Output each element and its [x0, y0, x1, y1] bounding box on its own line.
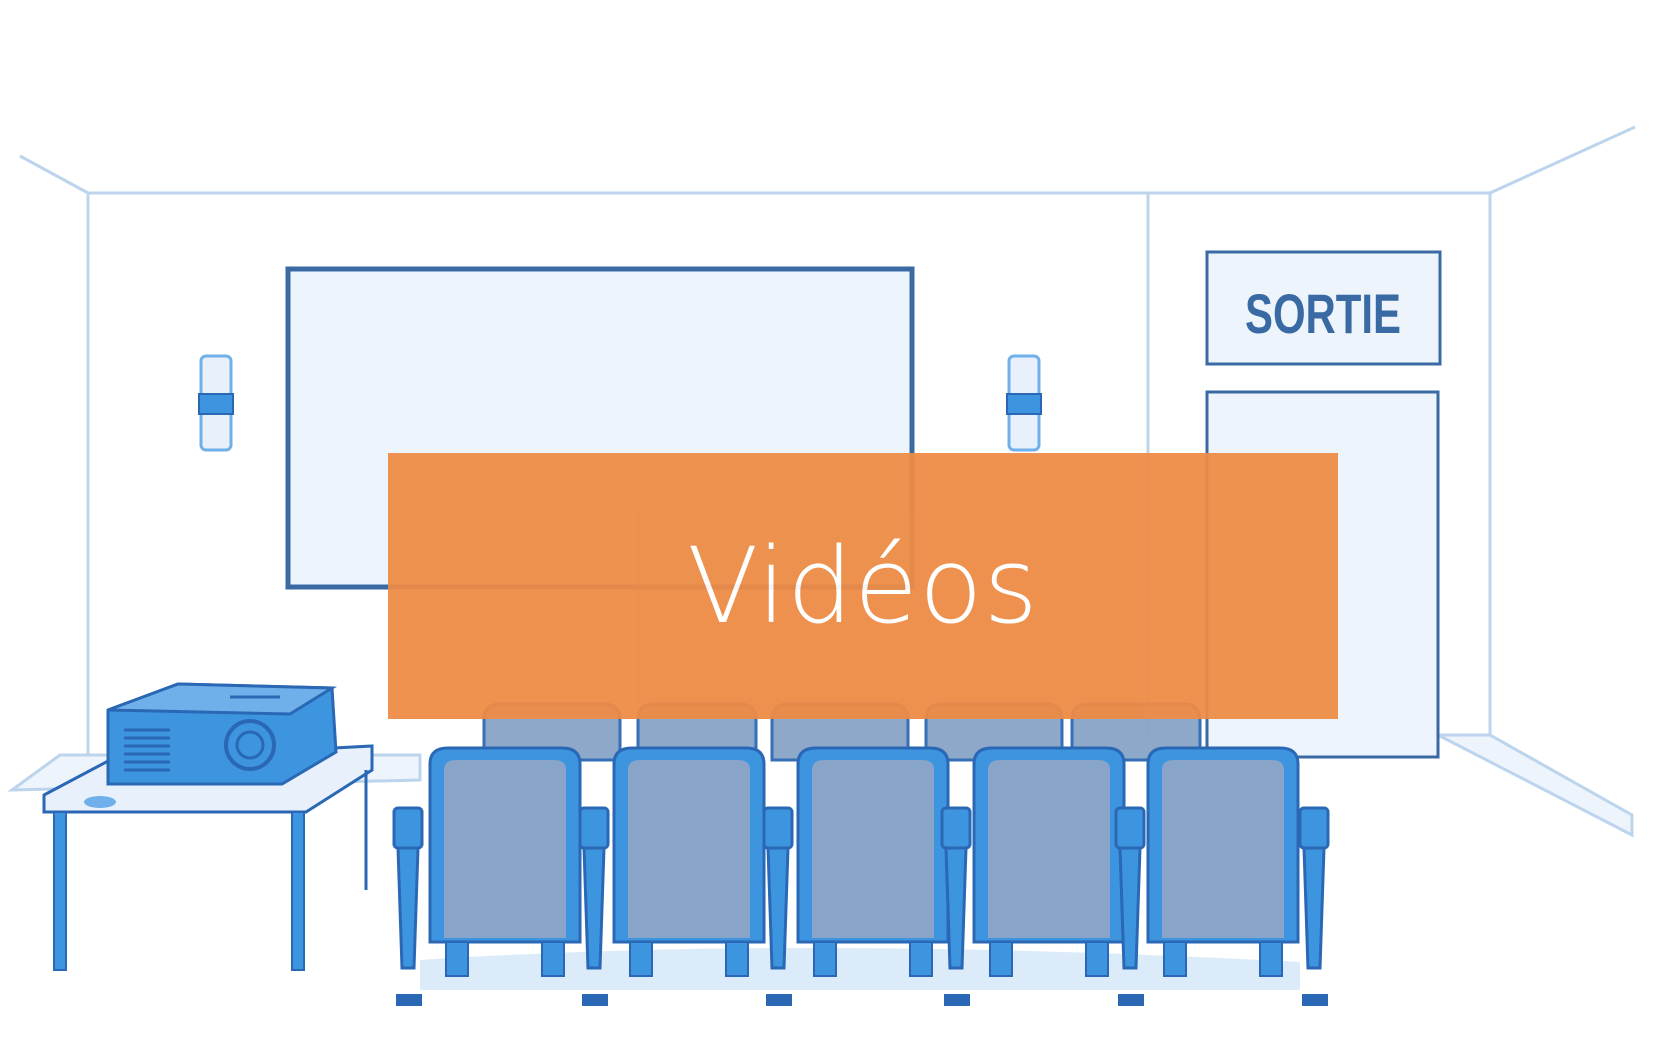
wall-sconce-icon [1005, 354, 1043, 452]
videos-banner[interactable]: Vidéos [388, 453, 1338, 719]
cinema-seat-icon [1146, 746, 1300, 978]
banner-title: Vidéos [687, 525, 1039, 647]
cinema-seat-icon [612, 746, 766, 978]
projector-icon [106, 682, 338, 786]
cinema-seat-icon [972, 746, 1126, 978]
armrest [1298, 806, 1330, 1008]
wall-sconce-icon [197, 354, 235, 452]
exit-sign: SORTIE [1205, 250, 1442, 366]
cinema-seat-icon [428, 746, 582, 978]
cinema-seat-icon [796, 746, 950, 978]
exit-sign-label: SORTIE [1245, 282, 1401, 345]
armrest [392, 806, 424, 1008]
